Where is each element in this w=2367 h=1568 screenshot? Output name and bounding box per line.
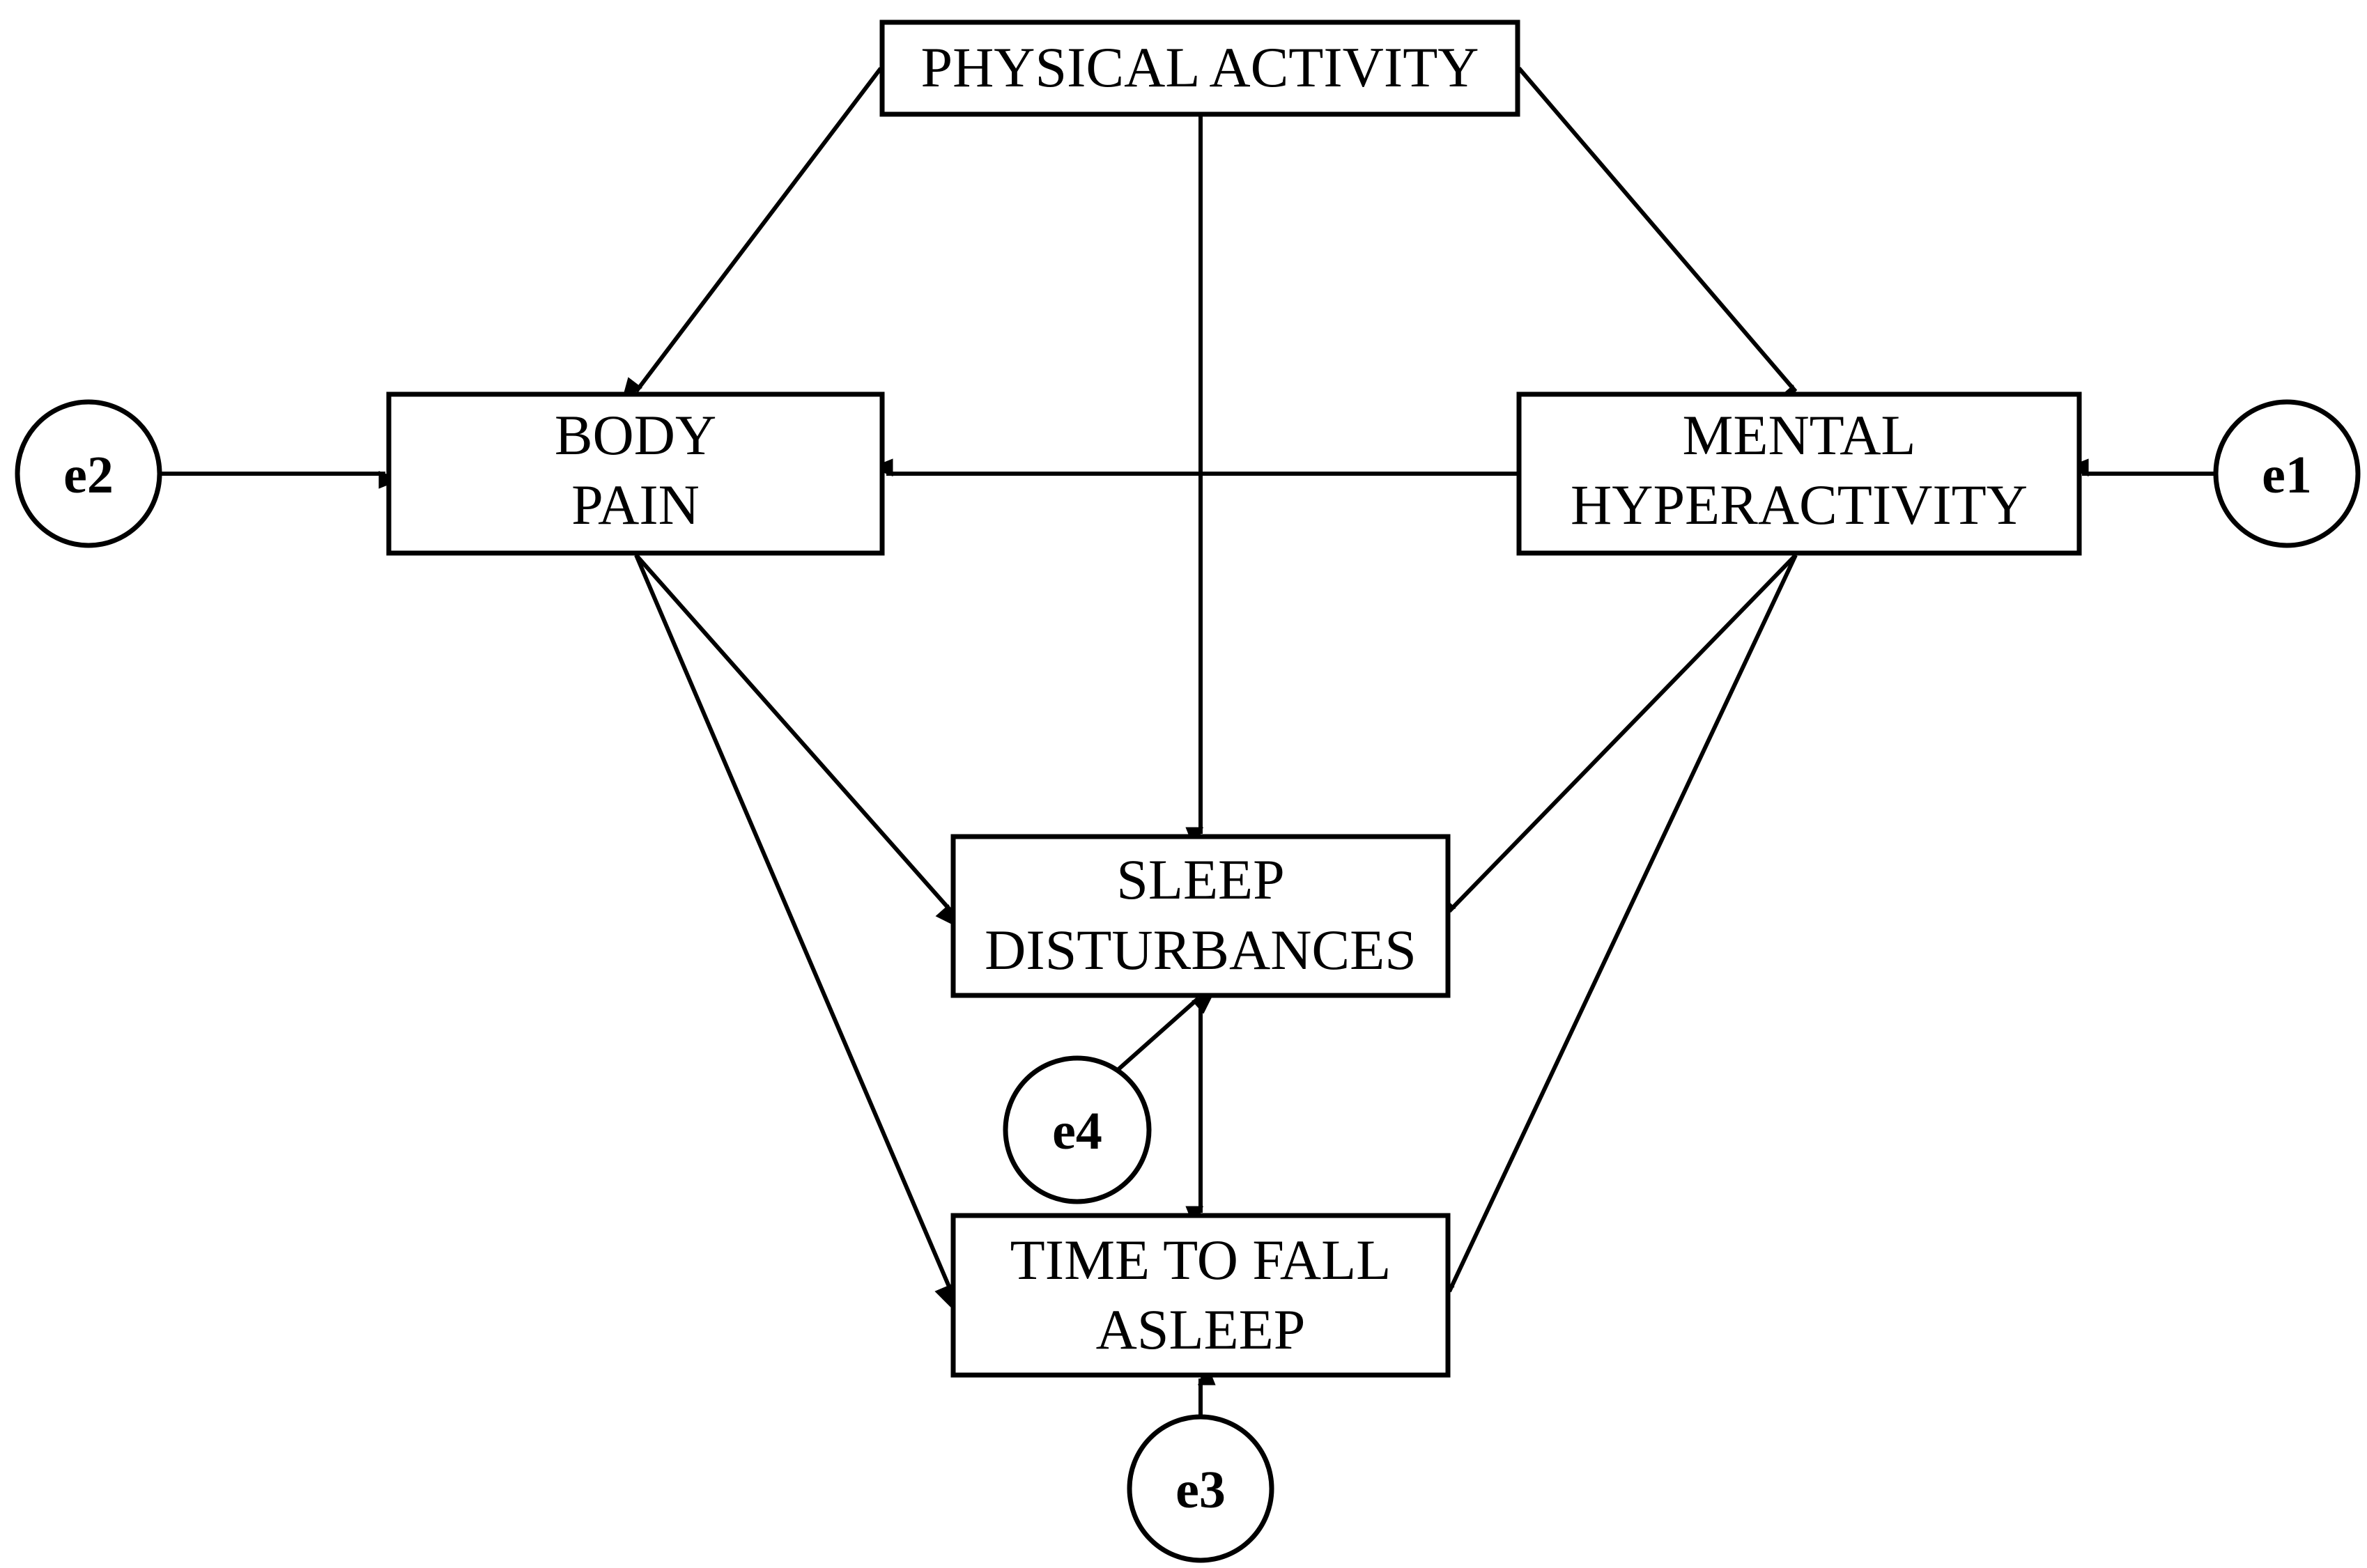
edge-body-pain-to-sleep-disturbances <box>634 554 957 927</box>
node-label-line-2: DISTURBANCES <box>985 918 1417 981</box>
error-label: e4 <box>1052 1102 1102 1161</box>
node-body-pain: BODY PAIN <box>386 391 885 556</box>
node-label-line-1: BODY <box>555 403 716 467</box>
error-e1: e1 <box>2213 399 2361 548</box>
error-e4: e4 <box>1003 1055 1152 1204</box>
error-e3: e3 <box>1127 1414 1274 1563</box>
error-label: e3 <box>1175 1461 1226 1519</box>
error-circle <box>1127 1414 1274 1563</box>
error-circle <box>15 399 162 548</box>
error-label: e1 <box>2262 446 2312 504</box>
node-box <box>950 834 1451 998</box>
error-e2: e2 <box>15 399 162 548</box>
node-label-line-2: PAIN <box>571 473 700 536</box>
node-sleep-disturbances: SLEEP DISTURBANCES <box>950 834 1451 998</box>
node-label-line-1: SLEEP <box>1116 848 1284 911</box>
node-physical-activity: PHYSICAL ACTIVITY <box>879 20 1520 117</box>
node-label-line-1: MENTAL <box>1682 403 1915 467</box>
node-box <box>386 391 885 556</box>
node-box <box>1516 391 2082 556</box>
node-label-line-1: TIME TO FALL <box>1010 1228 1391 1291</box>
edge-mental-hyperactivity-to-time-to-fall-asleep <box>1437 554 1798 1303</box>
node-box <box>950 1213 1451 1378</box>
node-label-line-2: ASLEEP <box>1096 1298 1306 1361</box>
edge-mental-hyperactivity-to-sleep-disturbances <box>1434 553 1798 918</box>
edge-body-pain-to-time-to-fall-asleep <box>634 554 953 1309</box>
node-label: PHYSICAL ACTIVITY <box>920 36 1479 99</box>
error-label: e2 <box>63 446 114 504</box>
error-circle <box>1003 1055 1152 1204</box>
node-label-line-2: HYPERACTIVITY <box>1571 473 2028 536</box>
node-time-to-fall-asleep: TIME TO FALL ASLEEP <box>950 1213 1451 1378</box>
edge-physical-activity-to-mental-hyperactivity <box>1517 67 1801 407</box>
node-box <box>879 20 1520 117</box>
node-mental-hyperactivity: MENTAL HYPERACTIVITY <box>1516 391 2082 556</box>
edge-physical-activity-to-body-pain <box>622 67 883 401</box>
error-circle <box>2213 399 2361 548</box>
